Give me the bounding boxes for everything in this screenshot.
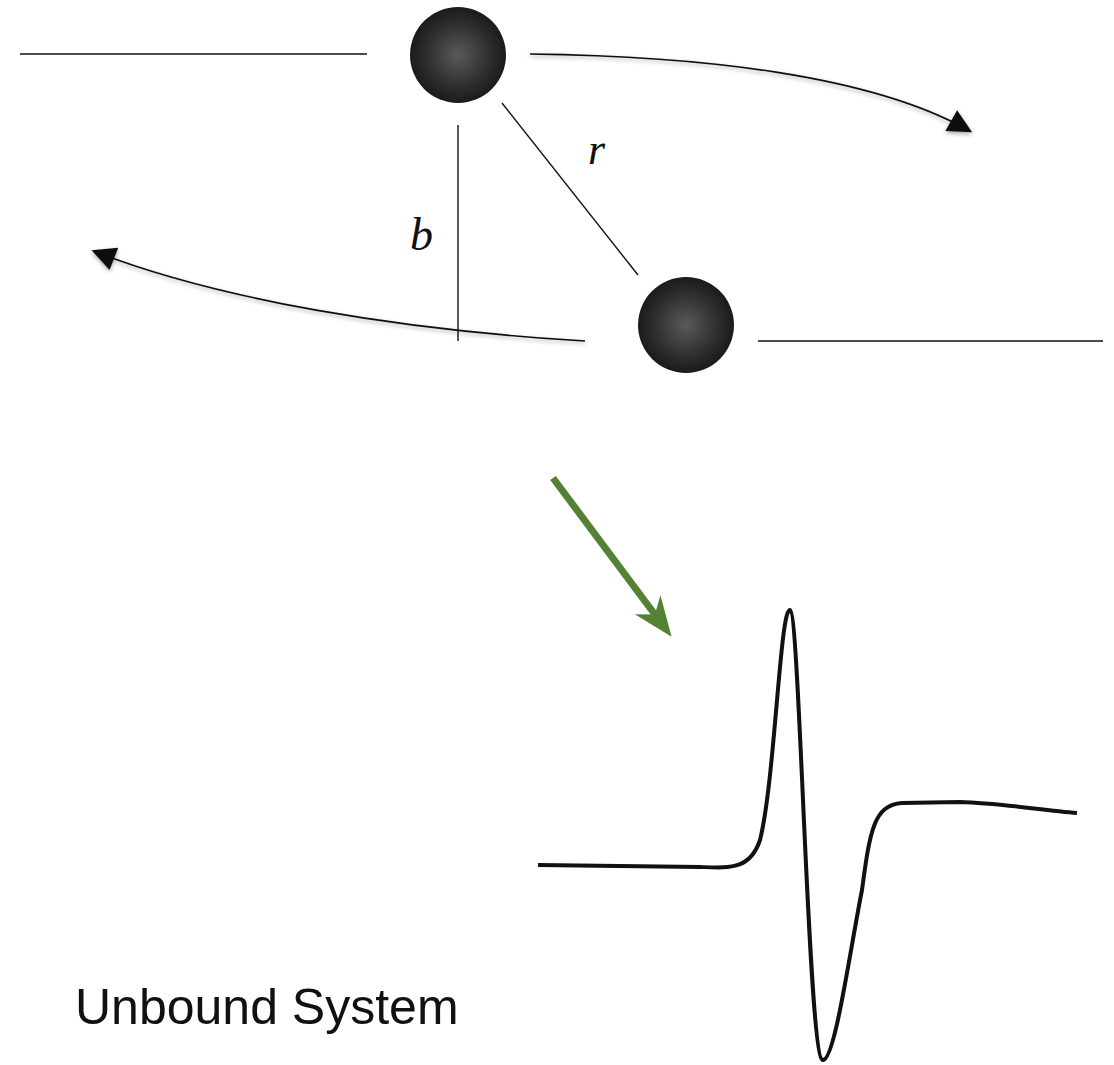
mass-sphere bbox=[638, 277, 734, 373]
separation-line bbox=[502, 103, 638, 275]
impact-parameter-line bbox=[457, 125, 458, 341]
gravitational-waveform bbox=[538, 610, 1077, 1060]
deflected-trajectory bbox=[530, 54, 968, 130]
deflected-trajectory bbox=[96, 252, 585, 341]
system-label: Unbound System bbox=[75, 978, 459, 1036]
impact-parameter-label: b bbox=[410, 208, 433, 261]
mass-sphere bbox=[410, 7, 506, 103]
trajectory-line bbox=[758, 340, 1103, 342]
distance-label: r bbox=[588, 124, 605, 175]
result-arrow bbox=[553, 478, 662, 624]
trajectory-line bbox=[20, 53, 367, 55]
